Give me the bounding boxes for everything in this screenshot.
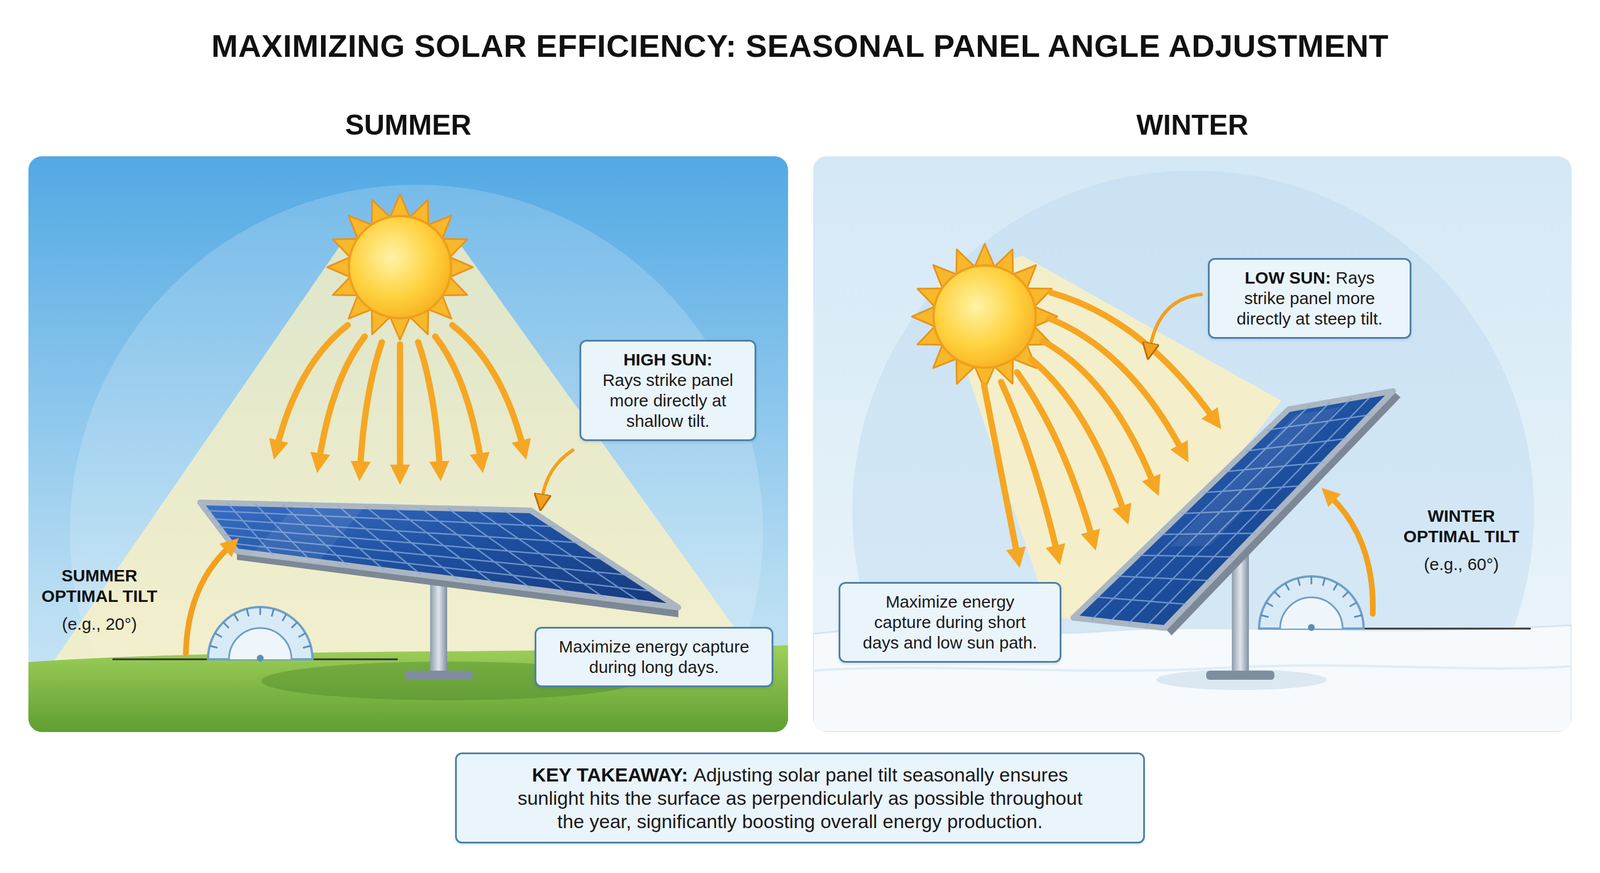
season-heading: SUMMER: [28, 109, 789, 141]
panel-grid: [206, 502, 654, 603]
callout-text: Maximize energy capture during long days…: [558, 636, 749, 677]
callout-heading: KEY TAKEAWAY:: [531, 763, 689, 786]
callout-box: HIGH SUN:Rays strike panel more directly…: [579, 339, 757, 441]
protractor: [1259, 576, 1364, 631]
callout-heading: HIGH SUN:: [591, 349, 745, 370]
tilt-arrow: [185, 546, 230, 654]
pole-shadow: [1156, 669, 1327, 690]
sun-rays: [277, 325, 523, 471]
title: MAXIMIZING SOLAR EFFICIENCY: SEASONAL PA…: [0, 27, 1600, 65]
tilt-value: (e.g., 60°): [1393, 553, 1530, 575]
pole-base: [404, 670, 473, 680]
panel-sheen: [250, 505, 364, 563]
season-panel: WINTERLOW SUN:Rays strike panel more dir…: [813, 156, 1572, 732]
solar-panel: [200, 502, 679, 608]
callout-text: Rays strike panel more directly at shall…: [602, 370, 733, 431]
callout-text: Maximize energy capture during short day…: [863, 592, 1038, 652]
season-panel: SUMMERHIGH SUN:Rays strike panel more di…: [28, 156, 789, 732]
callout-box: Maximize energy capture during short day…: [838, 581, 1062, 663]
leader-arrow: [542, 450, 573, 499]
tilt-arrow: [1330, 496, 1373, 614]
protractor: [207, 606, 313, 662]
sun: [327, 194, 473, 340]
summer-scenery: [28, 184, 789, 732]
panel-sheen: [1170, 406, 1341, 547]
pole-base: [1206, 670, 1275, 680]
tilt-label: SUMMER OPTIMAL TILT: [31, 565, 168, 607]
callout-heading: LOW SUN:: [1244, 268, 1332, 287]
snow-drift: [813, 665, 1572, 671]
sun: [911, 243, 1058, 390]
callout-box: KEY TAKEAWAY:Adjusting solar panel tilt …: [455, 752, 1145, 844]
leader-arrow: [1150, 294, 1202, 348]
tilt-label: WINTER OPTIMAL TILT: [1393, 505, 1530, 547]
callout-box: LOW SUN:Rays strike panel more directly …: [1207, 257, 1412, 339]
callout-box: Maximize energy capture during long days…: [534, 626, 774, 687]
tilt-value: (e.g., 20°): [31, 613, 168, 635]
winter-scenery: [813, 170, 1572, 732]
panel-pole: [430, 573, 448, 674]
season-heading: WINTER: [813, 109, 1572, 141]
